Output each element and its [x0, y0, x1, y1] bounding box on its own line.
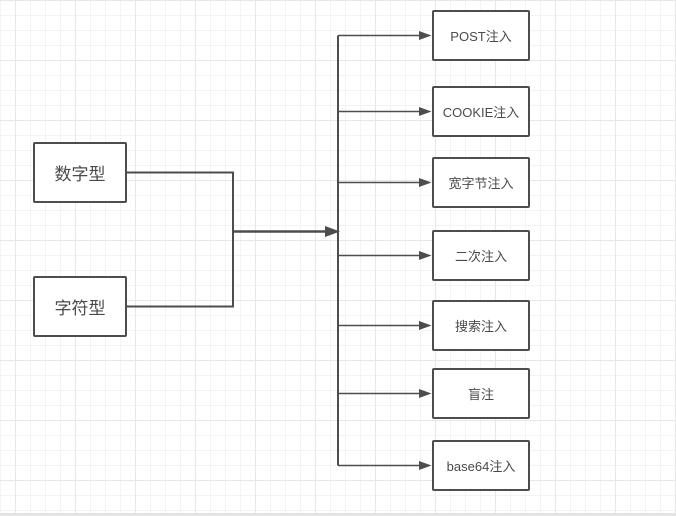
- branch-arrowhead: [419, 461, 432, 470]
- branch-arrowhead: [419, 107, 432, 116]
- node-label: 搜索注入: [454, 319, 507, 334]
- node-search-injection[interactable]: 搜索注入: [432, 300, 530, 351]
- node-widebyte-injection[interactable]: 宽字节注入: [432, 157, 530, 208]
- node-base64-injection[interactable]: base64注入: [432, 440, 530, 491]
- branch-arrowhead: [419, 389, 432, 398]
- branch-arrowhead: [419, 178, 432, 187]
- node-numeric-type[interactable]: 数字型: [33, 142, 127, 203]
- branch-arrowhead: [419, 31, 432, 40]
- node-label: COOKIE注入: [442, 105, 520, 120]
- edge-branch-base64[interactable]: [338, 461, 432, 470]
- node-label: base64注入: [446, 459, 516, 474]
- node-label: POST注入: [450, 29, 512, 44]
- node-post-injection[interactable]: POST注入: [432, 10, 530, 61]
- node-cookie-injection[interactable]: COOKIE注入: [432, 86, 530, 137]
- node-label: 二次注入: [454, 249, 507, 264]
- edge-branch-search[interactable]: [338, 321, 432, 330]
- edge-branch-cookie[interactable]: [338, 107, 432, 116]
- main-arrowhead: [325, 226, 340, 237]
- edge-branch-widebyte[interactable]: [338, 178, 432, 187]
- edge-branch-blind[interactable]: [338, 389, 432, 398]
- node-character-type[interactable]: 字符型: [33, 276, 127, 337]
- edge-main-arrow[interactable]: [233, 226, 340, 237]
- node-label: 字符型: [54, 299, 106, 318]
- node-blind-injection[interactable]: 盲注: [432, 368, 530, 419]
- node-label: 数字型: [54, 165, 106, 184]
- branch-arrowhead: [419, 251, 432, 260]
- node-second-order-injection[interactable]: 二次注入: [432, 230, 530, 281]
- canvas-bottom-edge: [0, 513, 676, 516]
- edge-branch-second-order[interactable]: [338, 251, 432, 260]
- edge-left-merge[interactable]: [127, 171, 234, 308]
- edge-branch-post[interactable]: [338, 31, 432, 40]
- branch-arrowhead: [419, 321, 432, 330]
- node-label: 宽字节注入: [448, 176, 514, 191]
- node-label: 盲注: [467, 387, 494, 402]
